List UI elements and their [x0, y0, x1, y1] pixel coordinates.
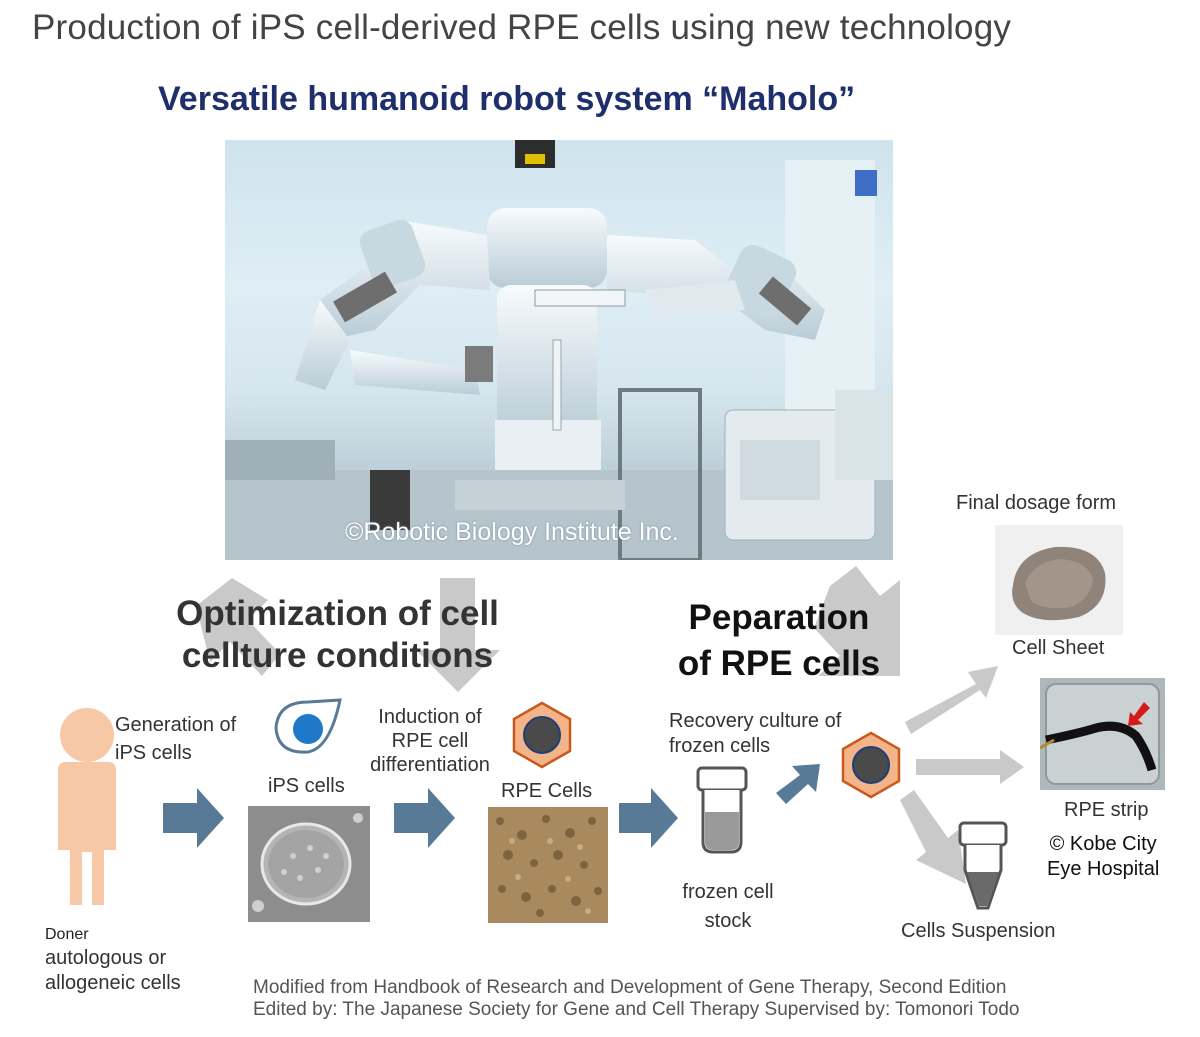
generation-label-line-2: iPS cells: [115, 742, 192, 764]
optimization-heading-line-1: Optimization of cell: [176, 594, 499, 633]
page-title: Production of iPS cell-derived RPE cells…: [32, 8, 1012, 47]
source-footnote-line-2: Edited by: The Japanese Society for Gene…: [253, 999, 1020, 1020]
donor-label: Doner: [45, 926, 89, 943]
recovery-label-line-1: Recovery culture of: [669, 710, 842, 732]
preparation-heading-line-2: of RPE cells: [677, 644, 881, 683]
preparation-heading: Peparation of RPE cells: [656, 595, 902, 687]
frozen-stock-label-line-2: stock: [704, 910, 752, 932]
induction-label-line-3: differentiation: [370, 754, 490, 776]
gray-arrow-optimization-left: [196, 578, 280, 676]
robot-illustration: [225, 140, 893, 560]
gray-arrow-to-suspension: [900, 790, 966, 884]
rpe-strip-image: [1040, 678, 1165, 790]
induction-label-line-2: RPE cell: [391, 730, 469, 752]
rpe-strip-credit: © Kobe City Eye Hospital: [1047, 832, 1159, 882]
optimization-heading: Optimization of cell cellture conditions: [150, 593, 525, 677]
frozen-vial-icon: [696, 766, 748, 854]
cell-sheet-label: Cell Sheet: [1012, 637, 1105, 659]
donor-description-line-2: allogeneic cells: [45, 972, 181, 994]
red-arrow-icon: [1128, 702, 1150, 726]
frozen-stock-label-line-1: frozen cell: [682, 881, 774, 903]
rpe-strip-credit-line-2: Eye Hospital: [1047, 858, 1160, 880]
robot-system-heading: Versatile humanoid robot system “Maholo”: [158, 80, 856, 118]
gray-arrow-to-strip: [916, 750, 1024, 784]
flow-arrow-3: [619, 788, 678, 848]
rpe-cells-label: RPE Cells: [501, 780, 593, 802]
suspension-tube-icon: [958, 821, 1008, 910]
donor-description-line-1: autologous or: [45, 947, 167, 969]
flow-arrow-1: [163, 788, 224, 848]
ips-cells-label: iPS cells: [268, 775, 345, 797]
gray-arrow-preparation: [814, 566, 900, 676]
ips-colony-image: [248, 806, 370, 922]
recovery-label-line-2: frozen cells: [669, 735, 771, 757]
induction-label-line-1: Induction of: [378, 706, 482, 728]
person-icon: [58, 708, 116, 905]
rpe-cell-icon: [512, 701, 572, 769]
donor-description: autologous or allogeneic cells: [45, 946, 181, 996]
recovery-label: Recovery culture of frozen cells: [669, 709, 841, 759]
photo-credit: ©Robotic Biology Institute Inc.: [345, 518, 679, 546]
optimization-heading-line-2: cellture conditions: [181, 636, 494, 675]
source-footnote-line-1: Modified from Handbook of Research and D…: [253, 977, 1007, 998]
flow-arrow-2: [394, 788, 455, 848]
rpe-strip-credit-line-1: © Kobe City: [1049, 833, 1157, 855]
flow-arrow-4: [776, 764, 820, 804]
source-footnote: Modified from Handbook of Research and D…: [253, 977, 1019, 1021]
generation-label: Generation of iPS cells: [115, 711, 236, 767]
rpe-strip-label: RPE strip: [1064, 799, 1149, 821]
cells-suspension-label: Cells Suspension: [901, 920, 1056, 942]
frozen-stock-label: frozen cell stock: [668, 878, 788, 936]
generation-label-line-1: Generation of: [115, 714, 237, 736]
robot-photo: ©Robotic Biology Institute Inc.: [225, 140, 893, 560]
final-dosage-form-label: Final dosage form: [956, 492, 1117, 514]
gray-arrow-optimization-down: [416, 578, 500, 692]
rpe-cells-image: [488, 807, 608, 923]
induction-label: Induction of RPE cell differentiation: [352, 705, 508, 777]
preparation-heading-line-1: Peparation: [688, 598, 870, 637]
recovered-rpe-cell-icon: [841, 731, 901, 799]
ips-cell-icon: [274, 698, 342, 754]
cell-sheet-image: [995, 525, 1123, 635]
gray-arrow-to-sheet: [905, 666, 998, 734]
